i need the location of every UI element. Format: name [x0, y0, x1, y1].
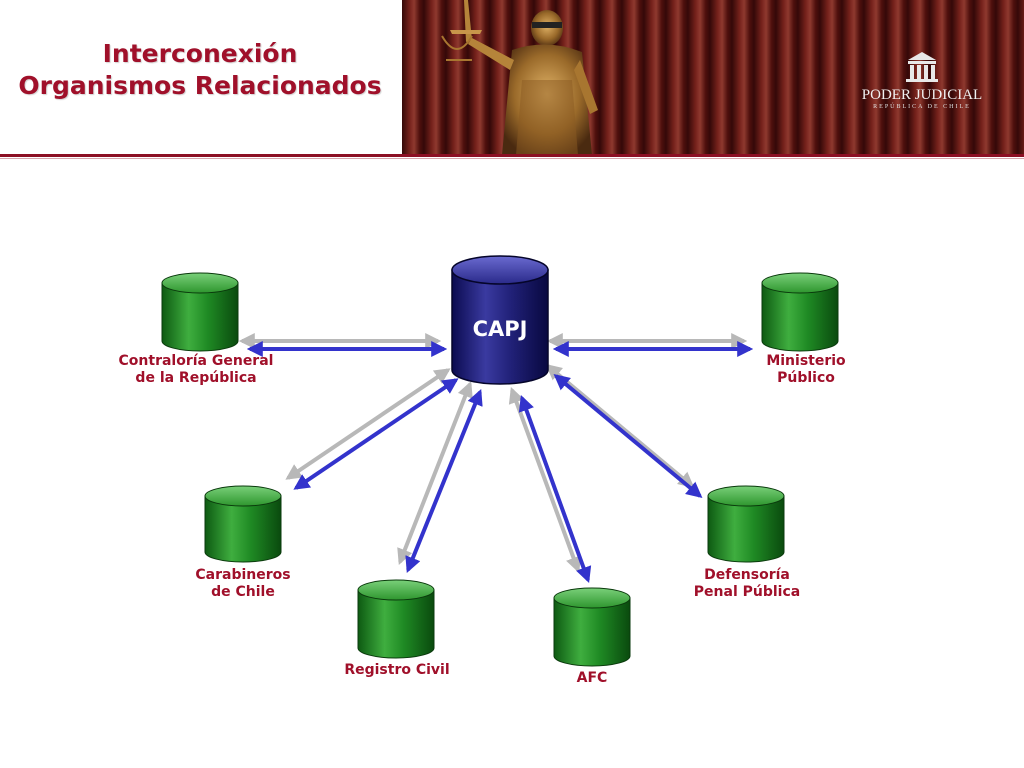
carabineros-label-line2: de Chile — [211, 584, 275, 600]
defensoria-label-line2: Penal Pública — [693, 584, 801, 600]
afc-label-line1: AFC — [576, 670, 608, 686]
registro-database-icon — [357, 579, 435, 659]
capj-label: CAPJ — [473, 317, 528, 341]
connectors — [238, 333, 754, 584]
registro-label-line1: Registro Civil — [344, 662, 450, 678]
justice-statue-icon — [441, 0, 598, 155]
connector-afc-blue — [518, 394, 592, 584]
contraloria-label-line1: Contraloría General — [118, 353, 274, 369]
defensoria-database-icon — [707, 485, 785, 563]
connector-afc-gray — [508, 386, 582, 574]
ministerio-label: Ministerio Público — [696, 353, 916, 387]
carabineros-database-icon — [204, 485, 282, 563]
poder-judicial-logo-icon — [906, 52, 938, 82]
slide-header: Interconexión Organismos Relacionados — [0, 0, 1024, 160]
connector-defensoria-blue — [553, 373, 703, 499]
connector-defensoria-gray — [545, 363, 695, 489]
ministerio-database-icon — [761, 272, 839, 352]
ministerio-label-line2: Público — [777, 370, 835, 386]
contraloria-label: Contraloría General de la República — [86, 353, 306, 387]
header-divider-thin — [0, 158, 1024, 159]
afc-database-icon — [553, 587, 631, 667]
connector-carabineros-blue — [293, 378, 459, 490]
title-line-2: Organismos Relacionados — [18, 71, 382, 100]
slide-title: Interconexión Organismos Relacionados — [0, 38, 400, 102]
defensoria-label: Defensoría Penal Pública — [637, 567, 857, 601]
carabineros-label: Carabineros de Chile — [133, 567, 353, 601]
connector-carabineros-gray — [285, 368, 451, 480]
banner-image: PODER JUDICIAL REPÚBLICA DE CHILE — [402, 0, 1024, 155]
contraloria-database-icon — [161, 272, 239, 352]
registro-label: Registro Civil — [287, 662, 507, 679]
defensoria-label-line1: Defensoría — [704, 567, 790, 583]
courtroom-banner: PODER JUDICIAL REPÚBLICA DE CHILE — [402, 0, 1024, 155]
carabineros-label-line1: Carabineros — [195, 567, 291, 583]
contraloria-label-line2: de la República — [135, 370, 257, 386]
capj-database-icon: CAPJ — [451, 255, 549, 385]
connector-registro-blue — [405, 389, 483, 573]
ministerio-label-line1: Ministerio — [766, 353, 846, 369]
logo-text: PODER JUDICIAL — [862, 87, 982, 103]
header-divider — [0, 154, 1024, 157]
logo-subtext: REPÚBLICA DE CHILE — [873, 102, 971, 110]
title-line-1: Interconexión — [102, 39, 298, 68]
afc-label: AFC — [482, 670, 702, 687]
